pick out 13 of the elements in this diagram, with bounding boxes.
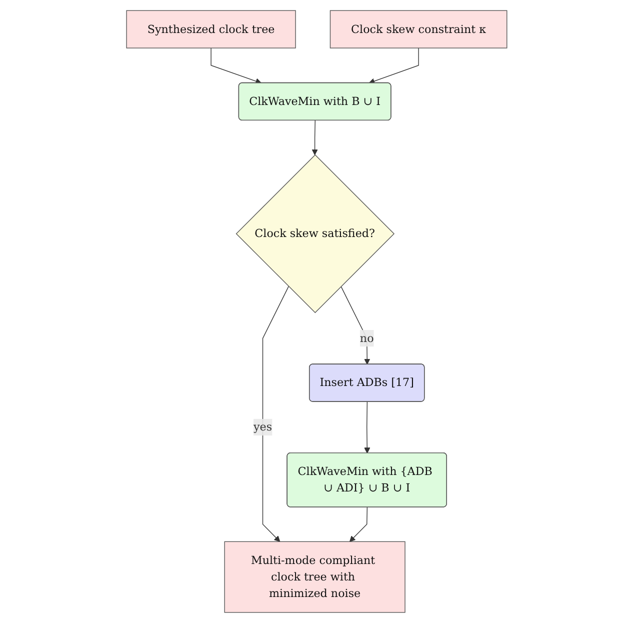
arrow (312, 120, 318, 156)
arrow (340, 286, 370, 365)
arrow (364, 401, 370, 454)
arrow (210, 48, 262, 84)
arrow (349, 506, 368, 542)
node-diamond: Clock skew satisfied? (236, 154, 394, 314)
edge-label: yes (253, 420, 272, 434)
edge-label: no (360, 331, 374, 345)
arrow (262, 286, 289, 542)
arrow (368, 48, 419, 84)
node-box: Clock skew constraint κ (330, 10, 508, 48)
node-box: Multi-mode compliant clock tree with minimized noise (224, 541, 406, 613)
node-box: Synthesized clock tree (126, 10, 296, 48)
